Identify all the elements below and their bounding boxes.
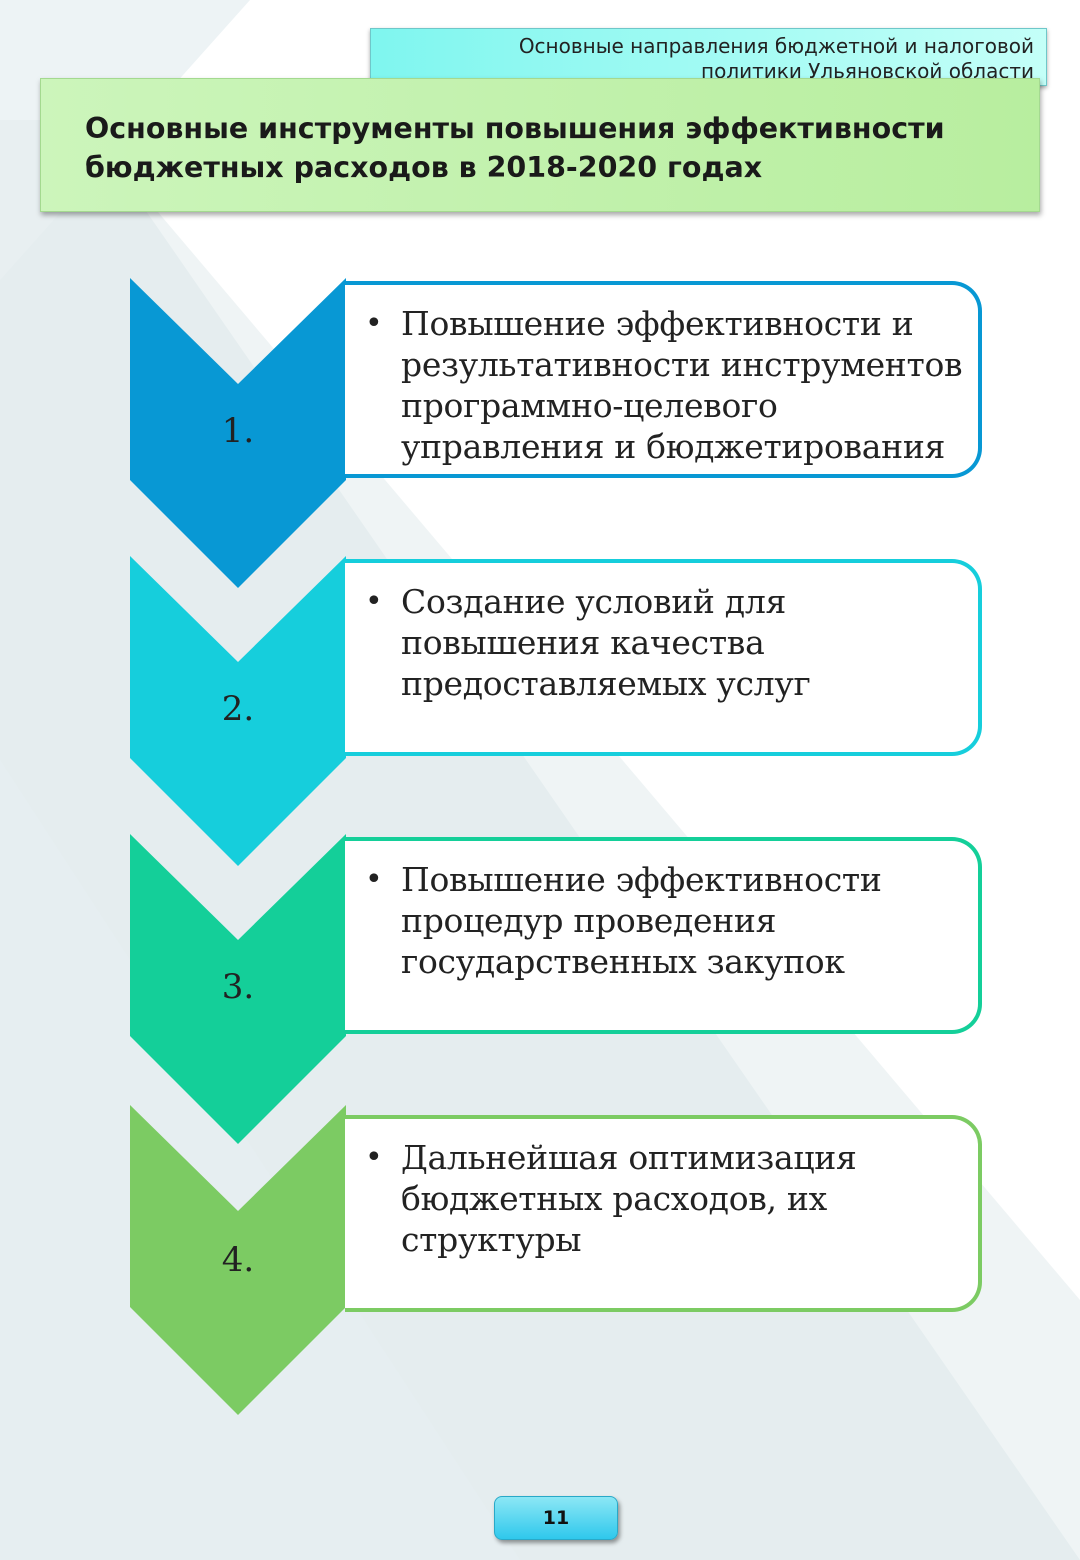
- step-2-chevron-shape: [130, 556, 346, 866]
- step-1-number: 1.: [221, 411, 255, 451]
- header-line: Основные направления бюджетной и налогов…: [518, 34, 1034, 58]
- page-title-box: Основные инструменты повышения эффективн…: [40, 78, 1040, 212]
- step-1-chevron-shape: [130, 278, 346, 588]
- step-text-line: результативности инструментов: [401, 345, 963, 384]
- step-2-text: Создание условий для повышения качества …: [401, 581, 971, 704]
- step-4-card: • Дальнейшая оптимизация бюджетных расхо…: [345, 1115, 982, 1312]
- step-text-line: Создание условий для: [401, 582, 787, 621]
- step-1-chevron: [130, 278, 346, 588]
- bullet-icon: •: [365, 862, 383, 897]
- step-3-card: • Повышение эффективности процедур прове…: [345, 837, 982, 1034]
- step-text-line: предоставляемых услуг: [401, 664, 811, 703]
- step-text-line: процедур проведения: [401, 901, 777, 940]
- step-text-line: управления и бюджетирования: [401, 427, 946, 466]
- page-title-line: Основные инструменты повышения эффективн…: [85, 112, 945, 145]
- step-4-text: Дальнейшая оптимизация бюджетных расходо…: [401, 1137, 971, 1260]
- page-number-badge: 11: [494, 1496, 618, 1540]
- step-4-chevron: [130, 1105, 346, 1415]
- step-text-line: бюджетных расходов, их: [401, 1179, 827, 1218]
- bullet-icon: •: [365, 306, 383, 341]
- step-text-line: государственных закупок: [401, 942, 845, 981]
- bullet-icon: •: [365, 1140, 383, 1175]
- step-4-chevron-shape: [130, 1105, 346, 1415]
- step-text-line: Повышение эффективности: [401, 860, 882, 899]
- page-title-line: бюджетных расходов в 2018-2020 годах: [85, 151, 763, 184]
- step-1-text: Повышение эффективности и результативнос…: [401, 303, 971, 467]
- step-text-line: программно-целевого: [401, 386, 778, 425]
- bullet-icon: •: [365, 584, 383, 619]
- step-3-number: 3.: [221, 967, 255, 1007]
- step-text-line: Повышение эффективности и: [401, 304, 914, 343]
- step-3-chevron-shape: [130, 834, 346, 1144]
- step-text-line: Дальнейшая оптимизация: [401, 1138, 857, 1177]
- step-3-text: Повышение эффективности процедур проведе…: [401, 859, 971, 982]
- step-2-number: 2.: [221, 689, 255, 729]
- step-2-card: • Создание условий для повышения качеств…: [345, 559, 982, 756]
- step-3-chevron: [130, 834, 346, 1144]
- step-text-line: структуры: [401, 1220, 582, 1259]
- step-2-chevron: [130, 556, 346, 866]
- document-header: Основные направления бюджетной и налогов…: [370, 28, 1047, 86]
- page-title: Основные инструменты повышения эффективн…: [85, 109, 945, 187]
- step-1-card: • Повышение эффективности и результативн…: [345, 281, 982, 478]
- step-4-number: 4.: [221, 1240, 255, 1280]
- step-text-line: повышения качества: [401, 623, 765, 662]
